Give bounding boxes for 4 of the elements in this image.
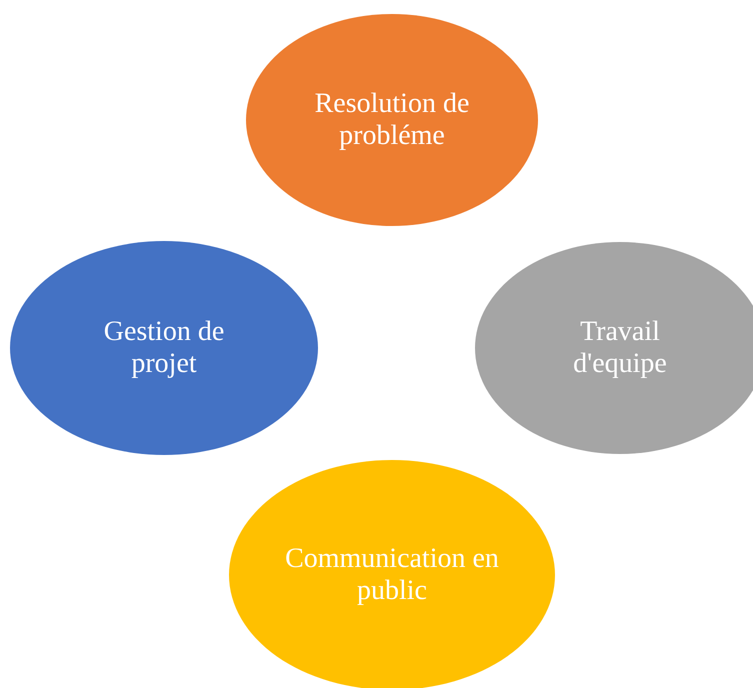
node-text: Gestion de projet [102, 316, 226, 380]
node-text: Resolution de probléme [314, 88, 470, 152]
node-text: Travail d'equipe [572, 316, 668, 380]
node-text: Communication en public [284, 543, 500, 607]
